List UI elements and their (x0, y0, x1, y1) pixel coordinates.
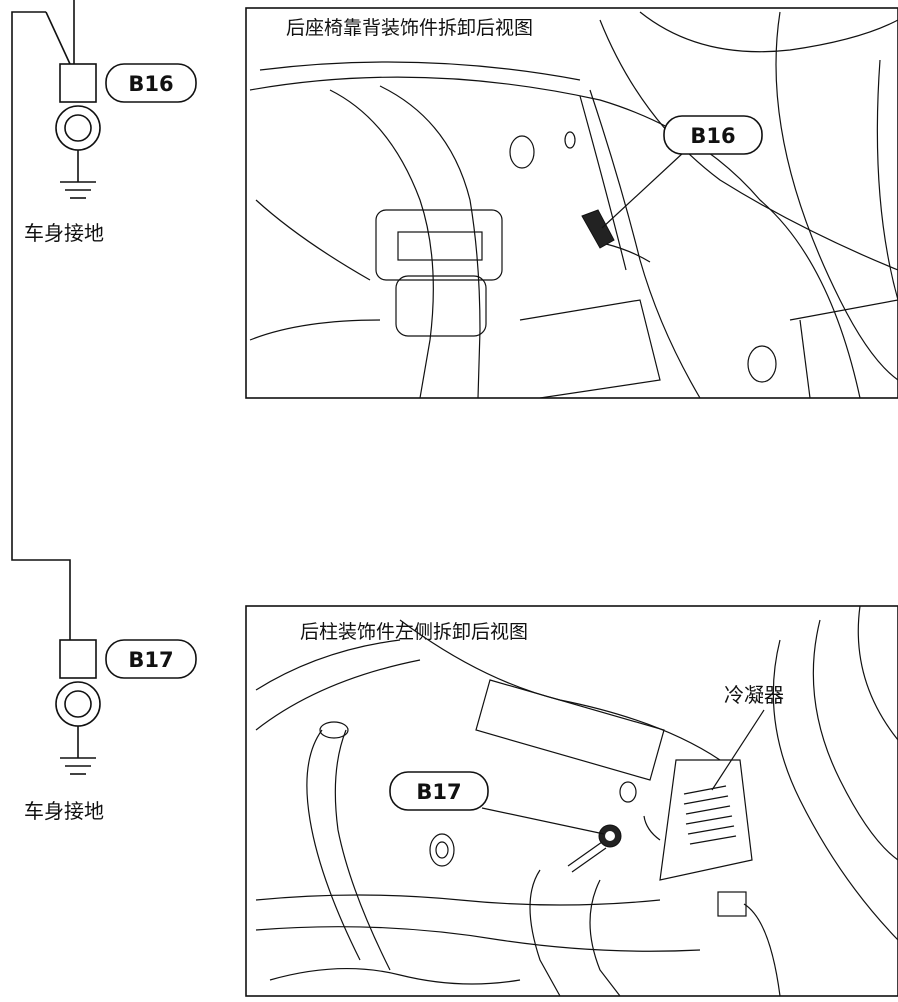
b16-badge: B16 (105, 63, 197, 103)
top-panel-title: 后座椅靠背装饰件拆卸后视图 (286, 17, 533, 39)
pillar-illustration (255, 606, 898, 996)
b16-ground-symbol (55, 63, 101, 199)
b17-ground-label: 车身接地 (24, 799, 104, 823)
b16-badge-label: B16 (128, 72, 173, 96)
top-panel: 后座椅靠背装饰件拆卸后视图 B16 (245, 7, 898, 399)
seatback-illustration (249, 11, 898, 398)
condenser-slots (683, 785, 737, 845)
b16-ground-label: 车身接地 (24, 221, 104, 245)
top-callout-label: B16 (690, 124, 735, 148)
wire-harness (11, 0, 75, 640)
b17-ground-symbol (55, 639, 101, 775)
bottom-panel: 后柱装饰件左侧拆卸后视图 B17 冷凝器 (245, 605, 898, 997)
top-panel-callout: B16 (601, 115, 763, 229)
b17-badge: B17 (105, 639, 197, 679)
bottom-callout-label: B17 (416, 780, 461, 804)
condenser-label: 冷凝器 (724, 683, 784, 707)
bottom-panel-title: 后柱装饰件左侧拆卸后视图 (300, 621, 528, 643)
bottom-panel-callout: B17 (389, 771, 605, 835)
condenser-callout: 冷凝器 (711, 683, 784, 791)
b17-badge-label: B17 (128, 648, 173, 672)
